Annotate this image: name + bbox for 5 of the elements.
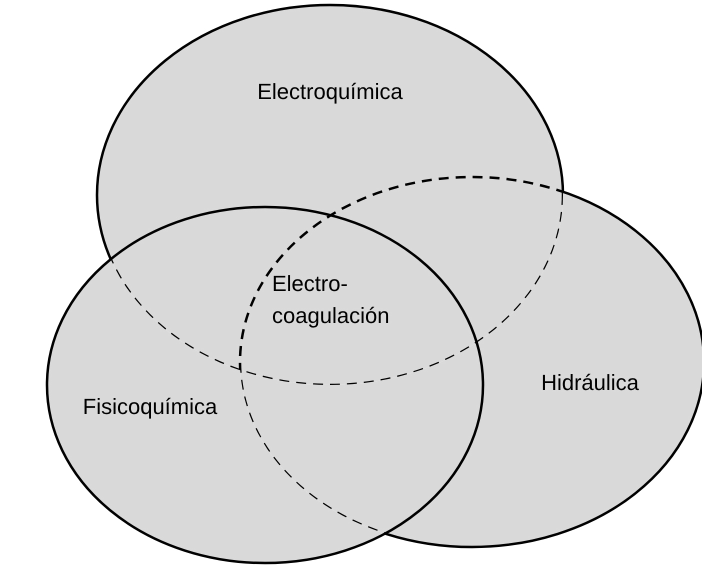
set-label: Hidráulica <box>541 370 639 396</box>
intersection-label: Electro- coagulación <box>272 270 390 330</box>
set-label: Fisicoquímica <box>82 394 218 420</box>
set-label: Electroquímica <box>257 79 403 105</box>
set-ellipse <box>45 205 485 565</box>
